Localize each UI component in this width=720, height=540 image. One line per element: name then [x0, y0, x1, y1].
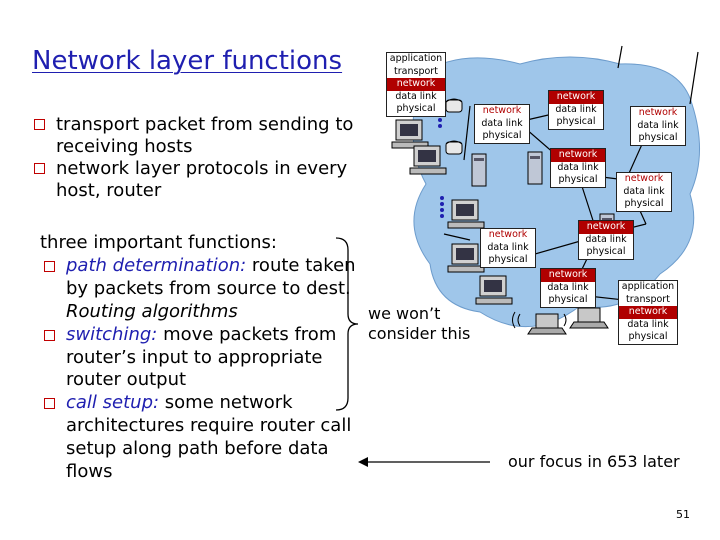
bullet-marker-icon	[34, 163, 45, 174]
layer-data-link: data link	[487, 241, 529, 253]
router-protocol-stack: network data link physical	[480, 228, 536, 268]
function-term: switching:	[66, 323, 158, 345]
router-protocol-stack: network data link physical	[548, 90, 604, 130]
layer-network: network	[541, 269, 595, 282]
bullet-marker-icon	[44, 329, 55, 341]
desktop-computer-icon	[391, 119, 429, 149]
layer-network: network	[475, 105, 529, 118]
function-term: path determination:	[66, 254, 247, 276]
slide-title: Network layer functions	[32, 46, 343, 76]
layer-data-link: data link	[395, 90, 437, 102]
layer-transport: transport	[626, 293, 670, 305]
layer-data-link: data link	[585, 233, 627, 245]
focus-note: our focus in 653 later	[508, 452, 680, 471]
router-protocol-stack: network data link physical	[540, 268, 596, 308]
layer-data-link: data link	[627, 318, 669, 330]
telephone-icon	[445, 140, 463, 155]
bullet-text: network layer protocols in every host, r…	[56, 158, 348, 201]
layer-application: application	[621, 281, 675, 292]
layer-network: network	[579, 221, 633, 234]
router-protocol-stack: network data link physical	[630, 106, 686, 146]
wont-consider-note: we won’t consider this	[368, 304, 471, 343]
function-item: switching: move packets from router’s in…	[40, 324, 360, 393]
server-tower-icon	[471, 153, 487, 187]
layer-application: application	[389, 53, 443, 64]
function-term: call setup:	[66, 392, 160, 414]
desktop-computer-icon	[447, 243, 485, 273]
layer-data-link: data link	[555, 103, 597, 115]
function-item: path determination: route taken by packe…	[40, 255, 360, 324]
layer-network: network	[481, 229, 535, 242]
layer-physical: physical	[482, 130, 522, 141]
layer-network: network	[617, 173, 671, 186]
layer-network: network	[549, 91, 603, 104]
laptop-icon	[527, 313, 567, 335]
layer-physical: physical	[628, 331, 668, 342]
functions-list: three important functions: path determin…	[40, 232, 360, 484]
bullet-text: transport packet from sending to receivi…	[56, 114, 354, 157]
layer-data-link: data link	[623, 185, 665, 197]
layer-data-link: data link	[557, 161, 599, 173]
layer-data-link: data link	[547, 281, 589, 293]
router-protocol-stack: network data link physical	[616, 172, 672, 212]
bullet-list: transport packet from sending to receivi…	[30, 114, 360, 202]
router-protocol-stack: network data link physical	[474, 104, 530, 144]
function-suffix: Routing algorithms	[66, 300, 238, 322]
telephone-icon	[445, 98, 463, 113]
curly-brace-icon	[335, 237, 359, 411]
layer-physical: physical	[586, 246, 626, 257]
layer-network: network	[631, 107, 685, 120]
server-tower-icon	[527, 151, 543, 185]
layer-physical: physical	[624, 198, 664, 209]
layer-physical: physical	[638, 132, 678, 143]
desktop-computer-icon	[409, 145, 447, 175]
layer-physical: physical	[488, 254, 528, 265]
layer-physical: physical	[556, 116, 596, 127]
bullet-marker-icon	[44, 398, 55, 410]
bullet-item: network layer protocols in every host, r…	[30, 158, 360, 202]
host-protocol-stack: application transport network data link …	[618, 280, 678, 345]
layer-network: network	[551, 149, 605, 162]
modem-icon	[440, 196, 444, 218]
function-desc: move packets from router’s input to appr…	[66, 323, 337, 391]
desktop-computer-icon	[447, 199, 485, 229]
function-desc: route taken by packets from source to de…	[66, 254, 356, 299]
host-protocol-stack: application transport network data link …	[386, 52, 446, 117]
functions-heading: three important functions:	[40, 232, 277, 253]
desktop-computer-icon	[475, 275, 513, 305]
layer-physical: physical	[396, 103, 436, 114]
bullet-marker-icon	[44, 260, 55, 272]
laptop-icon	[569, 307, 609, 329]
layer-data-link: data link	[637, 119, 679, 131]
layer-physical: physical	[558, 174, 598, 185]
left-arrow-icon	[358, 457, 490, 467]
function-item: call setup: some network architectures r…	[40, 392, 360, 484]
layer-transport: transport	[394, 65, 438, 77]
function-desc: some network architectures require route…	[66, 392, 352, 483]
layer-physical: physical	[548, 294, 588, 305]
router-protocol-stack: network data link physical	[550, 148, 606, 188]
layer-network: network	[387, 78, 445, 91]
layer-network: network	[619, 306, 677, 319]
router-protocol-stack: network data link physical	[578, 220, 634, 260]
bullet-marker-icon	[34, 119, 45, 130]
page-number: 51	[676, 508, 690, 521]
bullet-item: transport packet from sending to receivi…	[30, 114, 360, 158]
layer-data-link: data link	[481, 117, 523, 129]
wireless-signal-icon	[512, 311, 567, 329]
